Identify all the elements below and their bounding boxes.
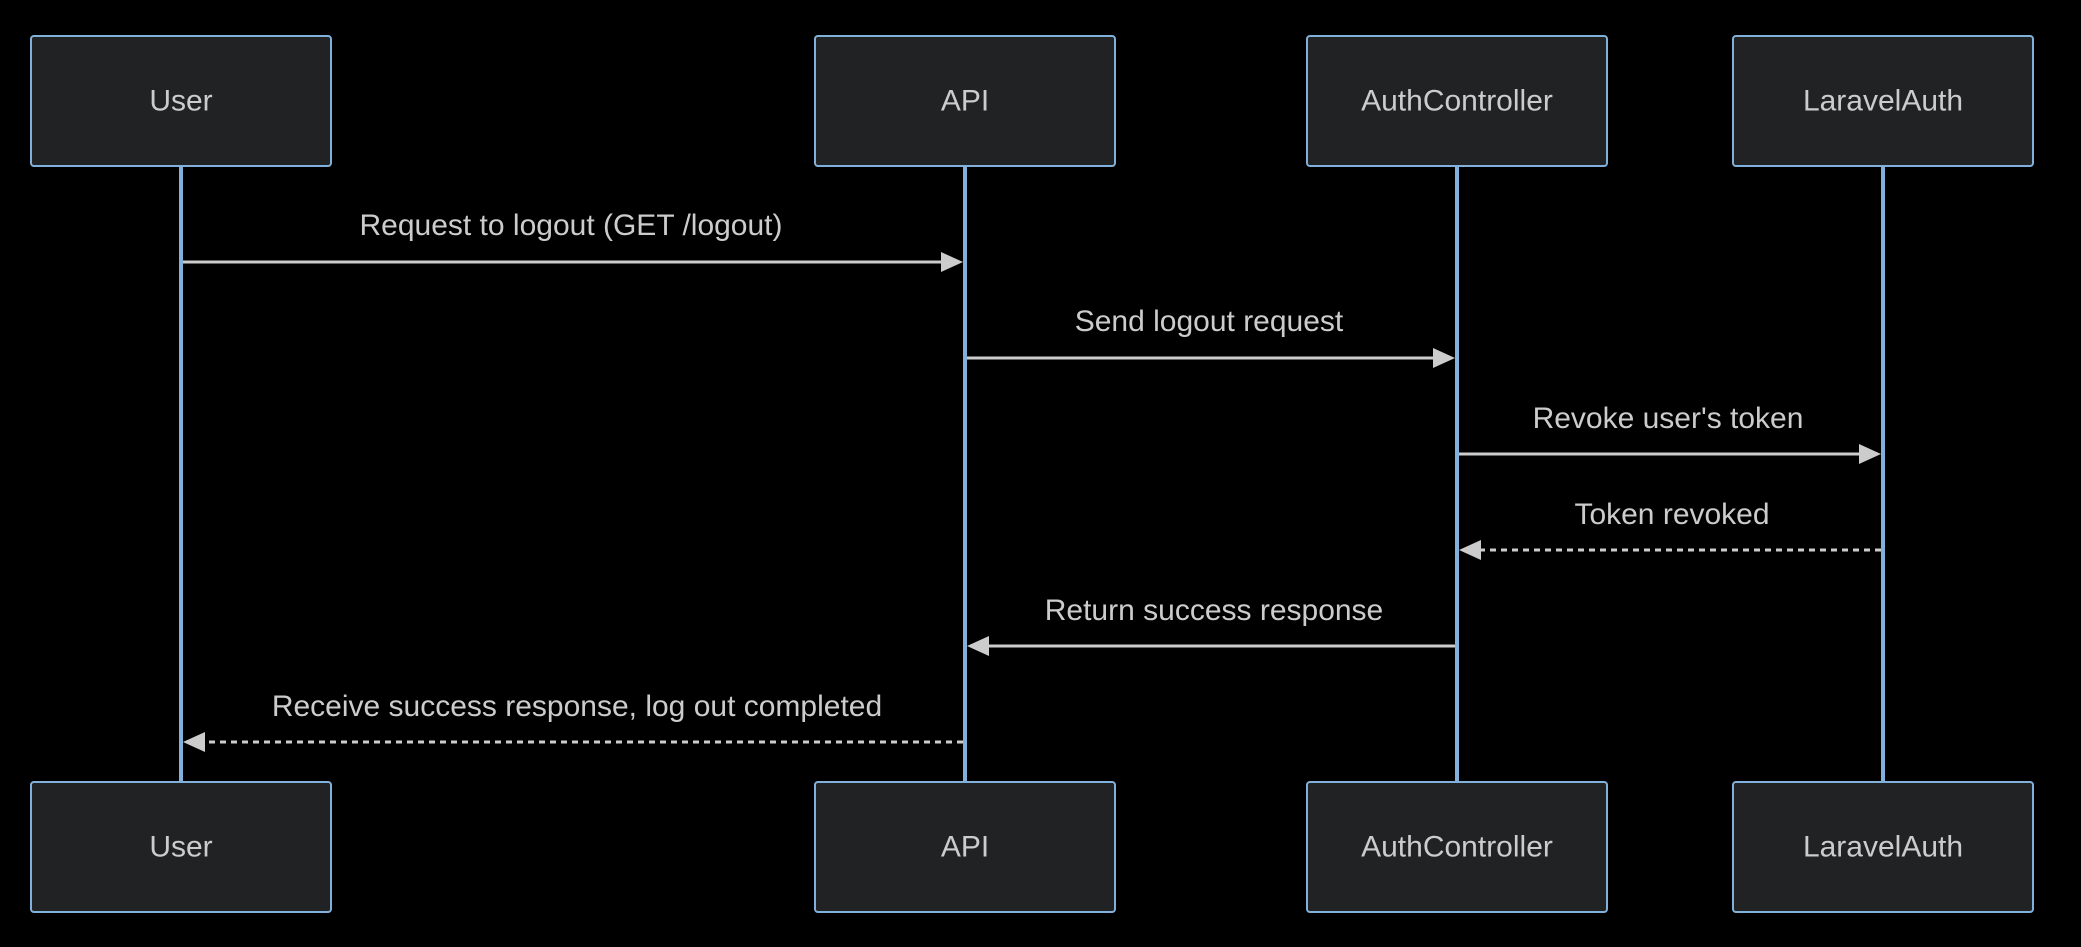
- arrowhead-left: [967, 636, 989, 656]
- actor-bottom-laravel-auth: LaravelAuth: [1732, 781, 2034, 913]
- actor-label: AuthController: [1361, 831, 1553, 864]
- actor-label: API: [941, 831, 989, 864]
- actor-bottom-api: API: [814, 781, 1116, 913]
- actor-bottom-user: User: [30, 781, 332, 913]
- actor-top-laravel-auth: LaravelAuth: [1732, 35, 2034, 167]
- actor-top-auth-controller: AuthController: [1306, 35, 1608, 167]
- message-label: Send logout request: [1075, 305, 1344, 338]
- actor-bottom-auth-controller: AuthController: [1306, 781, 1608, 913]
- actor-label: User: [149, 85, 212, 118]
- message-request-logout: Request to logout (GET /logout): [183, 209, 963, 272]
- actor-label: API: [941, 85, 989, 118]
- actor-label: User: [149, 831, 212, 864]
- message-token-revoked: Token revoked: [1459, 498, 1881, 560]
- actor-label: AuthController: [1361, 85, 1553, 118]
- message-label: Token revoked: [1574, 498, 1769, 531]
- actor-top-api: API: [814, 35, 1116, 167]
- message-label: Revoke user's token: [1533, 402, 1804, 435]
- arrowhead-right: [941, 252, 963, 272]
- message-label: Return success response: [1045, 594, 1384, 627]
- message-receive-success: Receive success response, log out comple…: [183, 690, 963, 752]
- message-revoke-token: Revoke user's token: [1459, 402, 1881, 464]
- actor-label: LaravelAuth: [1803, 831, 1963, 864]
- message-label: Request to logout (GET /logout): [359, 209, 782, 242]
- message-return-success: Return success response: [967, 594, 1455, 656]
- message-label: Receive success response, log out comple…: [272, 690, 882, 723]
- arrowhead-left: [1459, 540, 1481, 560]
- arrowhead-left: [183, 732, 205, 752]
- actor-label: LaravelAuth: [1803, 85, 1963, 118]
- message-send-logout-request: Send logout request: [967, 305, 1455, 368]
- arrowhead-right: [1433, 348, 1455, 368]
- arrowhead-right: [1859, 444, 1881, 464]
- actor-top-user: User: [30, 35, 332, 167]
